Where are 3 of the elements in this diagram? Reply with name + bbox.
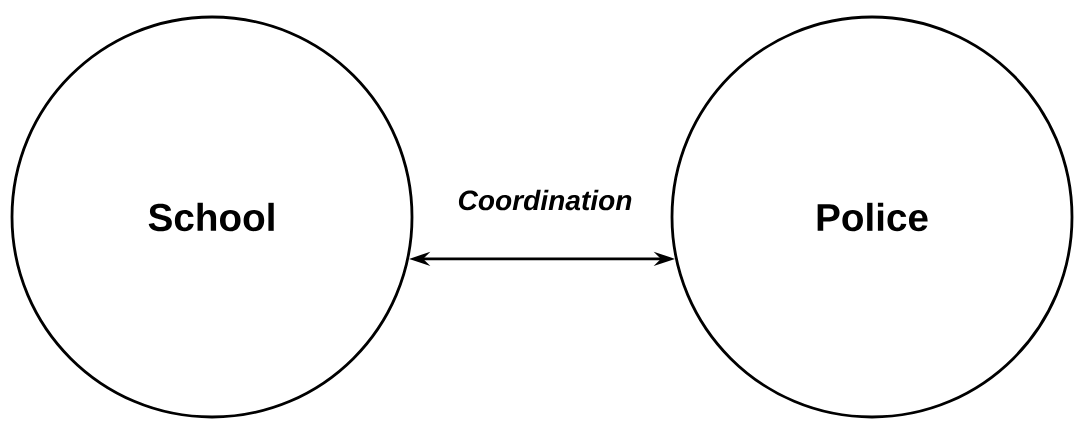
- circle-node: Police: [670, 15, 1074, 419]
- circle-node: School: [10, 15, 414, 419]
- edge-label: Coordination: [458, 189, 632, 211]
